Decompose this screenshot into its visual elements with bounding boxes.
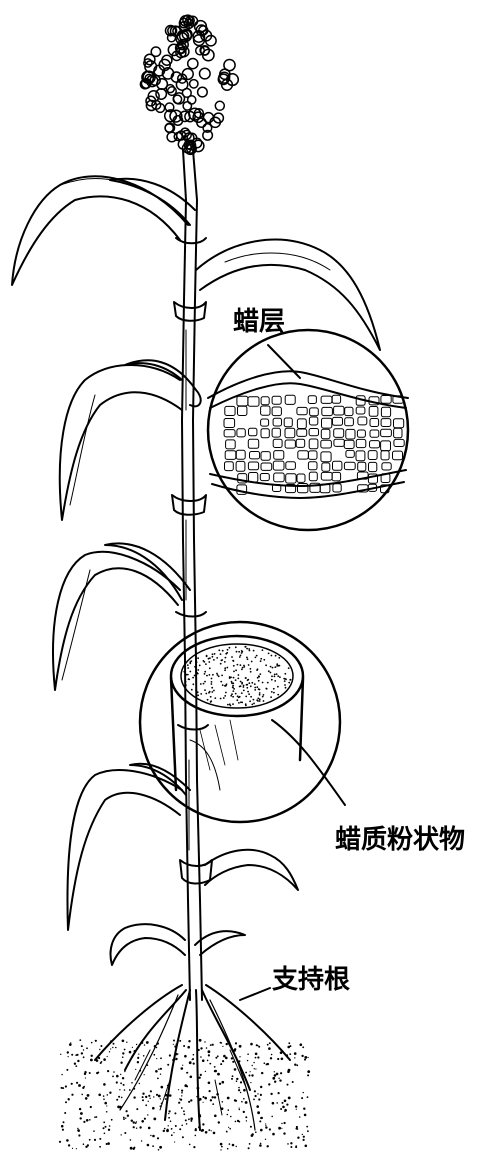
leaf-4 (53, 543, 190, 690)
leaf-6 (205, 850, 298, 890)
leaf-5 (67, 764, 190, 930)
leader-waxy-powder (272, 720, 345, 805)
magnified-stem-segment (140, 622, 340, 822)
leader-prop-roots (240, 988, 270, 1000)
leaf-1 (12, 176, 195, 285)
leaf-7 (111, 924, 245, 965)
leaf-3 (60, 360, 201, 520)
soil (59, 1039, 310, 1151)
leaf-2 (196, 240, 380, 350)
magnified-cross-section (208, 330, 408, 530)
label-prop-roots: 支持根 (272, 965, 350, 995)
roots (95, 985, 290, 1130)
panicle (140, 15, 238, 154)
label-waxy-powder: 蜡质粉状物 (335, 825, 465, 855)
label-wax-layer: 蜡层 (233, 307, 285, 337)
